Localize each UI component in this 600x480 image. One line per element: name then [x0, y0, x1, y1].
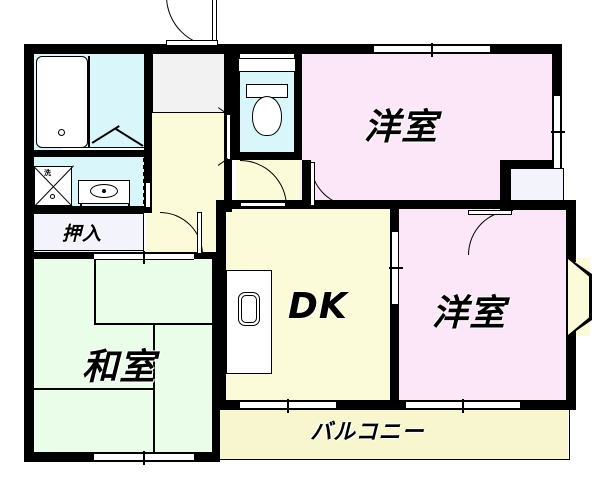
- bath-door-sill: [62, 147, 144, 151]
- label-yoshitsu-south: 洋室: [432, 293, 507, 334]
- toilet-door-leaf[interactable]: [240, 202, 286, 207]
- washitsu-area: [32, 258, 216, 452]
- wall-east-closet: [500, 160, 510, 210]
- wall-yoshitsu-n-lower-left: [302, 160, 311, 208]
- wall-washitsu-east: [212, 252, 220, 462]
- wall-dk-west: [216, 200, 226, 410]
- wall-yoshitsu-north-south: [302, 200, 512, 209]
- label-yoshitsu-north: 洋室: [364, 107, 439, 148]
- wall-toilet-west: [232, 54, 240, 158]
- window-north-yoshitsu: [374, 43, 490, 57]
- toilet-shelf: [238, 58, 296, 72]
- window-dk-east: [389, 232, 403, 304]
- washitsu-door-leaf[interactable]: [197, 212, 202, 254]
- yoshitsu-south-closet-outline: [510, 168, 564, 201]
- yoshitsu-south-closet-fill: [510, 168, 564, 200]
- entrance-stoop: [152, 53, 228, 113]
- balcony-outline: [216, 408, 570, 460]
- bath-partition: [88, 56, 90, 148]
- tatami-line-4: [33, 388, 154, 390]
- washer-label-icon: 洗: [44, 169, 51, 177]
- kitchen-sink-basin-inner: [241, 295, 257, 323]
- window-south-washitsu: [94, 451, 194, 465]
- yoshitsu-north-area: [300, 52, 560, 172]
- label-dk: DK: [288, 286, 348, 327]
- window-north-washitsu: [94, 251, 194, 264]
- entrance-hall-area: [152, 52, 230, 114]
- wall-yoshitsu-south-west: [390, 200, 399, 408]
- hall-door-leaf-a[interactable]: [226, 114, 231, 160]
- toilet-bowl: [252, 96, 282, 136]
- wall-bath-east: [144, 44, 152, 212]
- label-balcony: バルコニー: [310, 420, 425, 445]
- label-washitsu: 和室: [82, 347, 157, 388]
- vanity-leg-l: [80, 204, 82, 210]
- bay-window-inner: [568, 259, 589, 335]
- wall-north-left: [24, 44, 170, 54]
- tatami-line-1: [94, 259, 96, 324]
- wall-east-bottom: [566, 330, 576, 410]
- label-oshiire: 押入: [62, 223, 103, 245]
- oshiire-area: [32, 212, 144, 252]
- wall-bath-south: [24, 150, 152, 157]
- corridor-area: [146, 112, 230, 212]
- balcony-area: [216, 408, 568, 460]
- wall-north-mid: [232, 44, 302, 54]
- washroom-door-leaf: [145, 182, 151, 208]
- window-east-yoshitsu-north: [551, 96, 565, 168]
- washroom-sliding-door: [143, 158, 145, 204]
- oshiire-divider: [33, 209, 145, 211]
- yoshitsu-south-closet-door-leaf[interactable]: [468, 210, 512, 215]
- wall-east-closet-bottom: [500, 200, 568, 210]
- yoshitsu-north-door-leaf[interactable]: [310, 162, 315, 206]
- oshiire-panel: [33, 213, 144, 251]
- vanity-leg-r: [128, 204, 130, 210]
- wall-east-mid: [500, 160, 562, 170]
- wall-toilet-south: [232, 152, 302, 160]
- entrance-door-sill: [166, 40, 218, 46]
- wall-toilet-east: [294, 54, 302, 158]
- wall-north-entrance: [170, 44, 232, 54]
- bathtub-drain-icon: [58, 129, 65, 136]
- washer-drain-icon: [50, 194, 55, 199]
- vanity-drain-icon: [102, 189, 106, 193]
- wall-east-lower: [566, 200, 576, 262]
